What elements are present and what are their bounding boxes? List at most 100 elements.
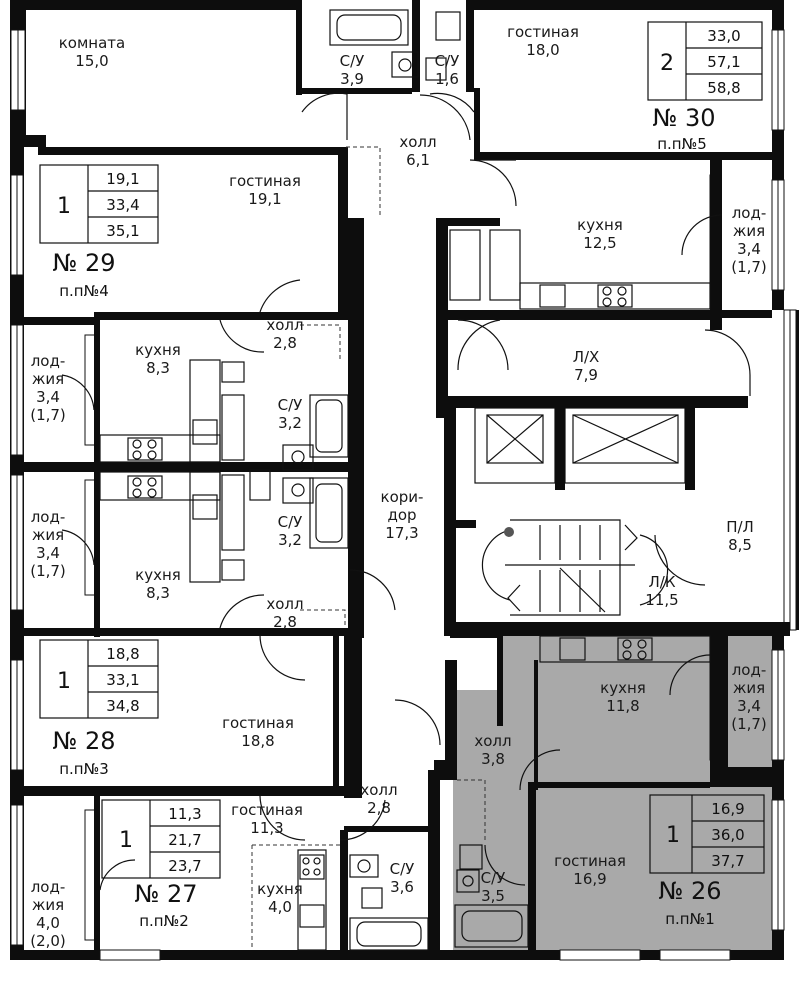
apartment-30-info (647, 21, 763, 101)
room-lodzhiya-r1-l2: жия (733, 222, 765, 240)
stairwell (481, 519, 669, 616)
apt-28-area-total: 33,1 (106, 671, 139, 689)
room-koridor-l2: дор (387, 506, 416, 524)
bathroom-fixtures (249, 9, 529, 951)
room-su-32a-name: С/У (278, 396, 303, 414)
room-lodzhiya-l2-l4: (1,7) (30, 562, 66, 580)
apt-30-number: № 30 (652, 104, 715, 132)
room-lodzhiya-r2-l2: жия (733, 679, 765, 697)
apartment-26-info (649, 794, 765, 874)
apt-26-area-full: 37,7 (711, 852, 744, 870)
room-gostinaya-18-area: 18,0 (526, 41, 559, 59)
room-su-16-name: С/У (435, 52, 460, 70)
room-holl-28b-area: 2,8 (273, 613, 297, 631)
apt-27-rooms: 1 (119, 828, 133, 853)
room-su-35-area: 3,5 (481, 887, 505, 905)
room-su-36-name: С/У (390, 860, 415, 878)
apartment-29-info (39, 164, 159, 244)
room-koridor-l1: кори- (381, 488, 424, 506)
room-lodzhiya-r1-l4: (1,7) (731, 258, 767, 276)
room-lodzhiya-l1-l4: (1,7) (30, 406, 66, 424)
room-lx-name: Л/Х (573, 348, 600, 366)
apt-28-pp: п.п№3 (59, 760, 109, 778)
apt-27-area-total: 21,7 (168, 831, 201, 849)
room-gostinaya-169-area: 16,9 (573, 870, 606, 888)
room-lodzhiya-r2-l1: лод- (732, 661, 767, 679)
apt-30-area-full: 58,8 (707, 79, 740, 97)
room-lodzhiya-r1-l3: 3,4 (737, 240, 761, 258)
room-lodzhiya-l2-l1: лод- (31, 508, 66, 526)
room-su-16-area: 1,6 (435, 70, 459, 88)
room-pl-name: П/Л (726, 518, 754, 536)
room-lk-name: Л/К (649, 573, 676, 591)
apt-29-area-living: 19,1 (106, 170, 139, 188)
room-lodzhiya-l1-l2: жия (32, 370, 64, 388)
room-holl-61-area: 6,1 (406, 151, 430, 169)
room-holl-28a-area: 2,8 (273, 334, 297, 352)
door-swings (61, 92, 751, 891)
room-lodzhiya-l1-l1: лод- (31, 352, 66, 370)
room-gostinaya-191-area: 19,1 (248, 190, 281, 208)
room-kuhnya-40-area: 4,0 (268, 898, 292, 916)
room-kuhnya-125-name: кухня (577, 216, 623, 234)
apt-28-number: № 28 (52, 727, 115, 755)
kitchen-fixtures (99, 229, 711, 951)
room-koridor-area: 17,3 (385, 524, 418, 542)
apt-30-pp: п.п№5 (657, 135, 707, 153)
room-gostinaya-169-name: гостиная (554, 852, 626, 870)
apt-27-pp: п.п№2 (139, 912, 189, 930)
room-kuhnya-125-area: 12,5 (583, 234, 616, 252)
room-lodzhiya-l3-l4: (2,0) (30, 932, 66, 950)
room-gostinaya-188-name: гостиная (222, 714, 294, 732)
room-holl-61-name: холл (399, 133, 436, 151)
room-komnata-15-area: 15,0 (75, 52, 108, 70)
apt-29-rooms: 1 (57, 194, 71, 219)
room-gostinaya-188-area: 18,8 (241, 732, 274, 750)
room-kuhnya-83b-area: 8,3 (146, 584, 170, 602)
room-kuhnya-40-name: кухня (257, 880, 303, 898)
apt-27-area-full: 23,7 (168, 857, 201, 875)
apt-28-area-full: 34,8 (106, 697, 139, 715)
room-lx-area: 7,9 (574, 366, 598, 384)
room-holl-28b-name: холл (266, 595, 303, 613)
room-gostinaya-191-name: гостиная (229, 172, 301, 190)
apartment-27-info (101, 799, 221, 879)
apt-26-area-total: 36,0 (711, 826, 744, 844)
room-kuhnya-83b-name: кухня (135, 566, 181, 584)
room-holl-38-area: 3,8 (481, 750, 505, 768)
room-su-32b-name: С/У (278, 513, 303, 531)
room-lodzhiya-l2-l3: 3,4 (36, 544, 60, 562)
apt-30-rooms: 2 (660, 51, 674, 76)
apt-30-area-living: 33,0 (707, 27, 740, 45)
room-su-32a-area: 3,2 (278, 414, 302, 432)
apt-28-rooms: 1 (57, 669, 71, 694)
room-kuhnya-118-name: кухня (600, 679, 646, 697)
room-lodzhiya-l3-l3: 4,0 (36, 914, 60, 932)
apt-26-number: № 26 (658, 877, 721, 905)
room-holl-28a-name: холл (266, 316, 303, 334)
room-kuhnya-118-area: 11,8 (606, 697, 639, 715)
apt-27-area-living: 11,3 (168, 805, 201, 823)
room-gostinaya-18-name: гостиная (507, 23, 579, 41)
room-su-32b-area: 3,2 (278, 531, 302, 549)
room-gostinaya-113-name: гостиная (231, 801, 303, 819)
room-su-35-name: С/У (481, 869, 506, 887)
interior-walls (24, 0, 790, 952)
room-lk-area: 11,5 (645, 591, 678, 609)
room-lodzhiya-r1-l1: лод- (732, 204, 767, 222)
apt-29-area-full: 35,1 (106, 222, 139, 240)
apt-26-area-living: 16,9 (711, 800, 744, 818)
apt-27-number: № 27 (134, 880, 197, 908)
apt-30-area-total: 57,1 (707, 53, 740, 71)
dashed-boundaries (251, 146, 486, 950)
room-su-36-area: 3,6 (390, 878, 414, 896)
apt-29-pp: п.п№4 (59, 282, 109, 300)
room-holl-38-name: холл (474, 732, 511, 750)
apt-28-area-living: 18,8 (106, 645, 139, 663)
room-holl-28c-area: 2,8 (367, 799, 391, 817)
room-kuhnya-83a-area: 8,3 (146, 359, 170, 377)
room-pl-area: 8,5 (728, 536, 752, 554)
apartment-28-info (39, 639, 159, 719)
